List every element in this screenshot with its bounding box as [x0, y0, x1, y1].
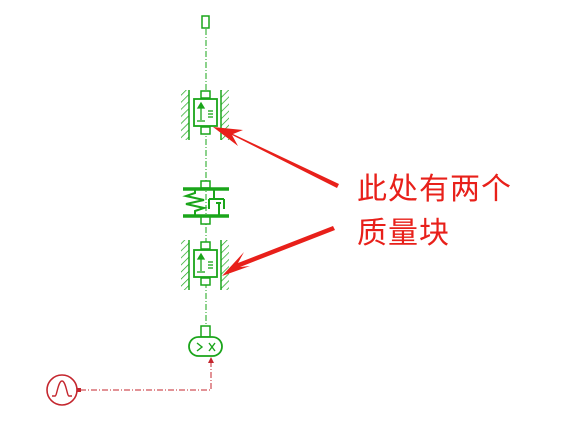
spring-damper-port-bottom [200, 216, 211, 225]
signal-arrowhead-icon [208, 357, 214, 363]
signal-source-icon[interactable] [46, 374, 81, 406]
mass-arrow-icon [196, 101, 213, 122]
port-square-icon[interactable] [201, 15, 210, 29]
spring-damper-port-top [200, 180, 211, 189]
annotation-arrow-upper [213, 127, 339, 188]
force-source-icon[interactable] [188, 325, 223, 357]
annotation-line-1: 此处有两个 [357, 172, 512, 207]
mass-arrow-icon [196, 252, 213, 273]
mass-block-icon [193, 249, 218, 278]
spring-icon [182, 190, 208, 215]
mass-block-icon [193, 98, 218, 127]
force-source-symbol [196, 342, 216, 352]
mass-block-port-bottom [200, 277, 211, 286]
mass-block-hatch-left [181, 90, 189, 140]
mass-block-hatch-right [221, 90, 229, 140]
mass-block-hatch-left [181, 240, 189, 290]
spring-damper-icon[interactable] [182, 180, 229, 225]
force-source-body [188, 336, 223, 357]
annotation-text: 此处有两个 质量块 [357, 168, 512, 256]
force-source-port [200, 325, 211, 338]
mass-block-port-top [200, 241, 211, 250]
signal-waveform [52, 380, 72, 397]
mass-block-port-top [200, 90, 211, 99]
signal-source-port [77, 388, 81, 392]
mass-block-2[interactable] [181, 240, 229, 290]
annotation-arrow-icon [213, 127, 339, 276]
damper-icon [208, 190, 225, 215]
mass-block-port-bottom [200, 126, 211, 135]
signal-source-body [46, 374, 78, 406]
annotation-line-2: 质量块 [357, 216, 450, 251]
mass-block-hatch-right [221, 240, 229, 290]
signal-connection-line [80, 362, 212, 391]
annotation-arrow-lower [222, 226, 335, 276]
